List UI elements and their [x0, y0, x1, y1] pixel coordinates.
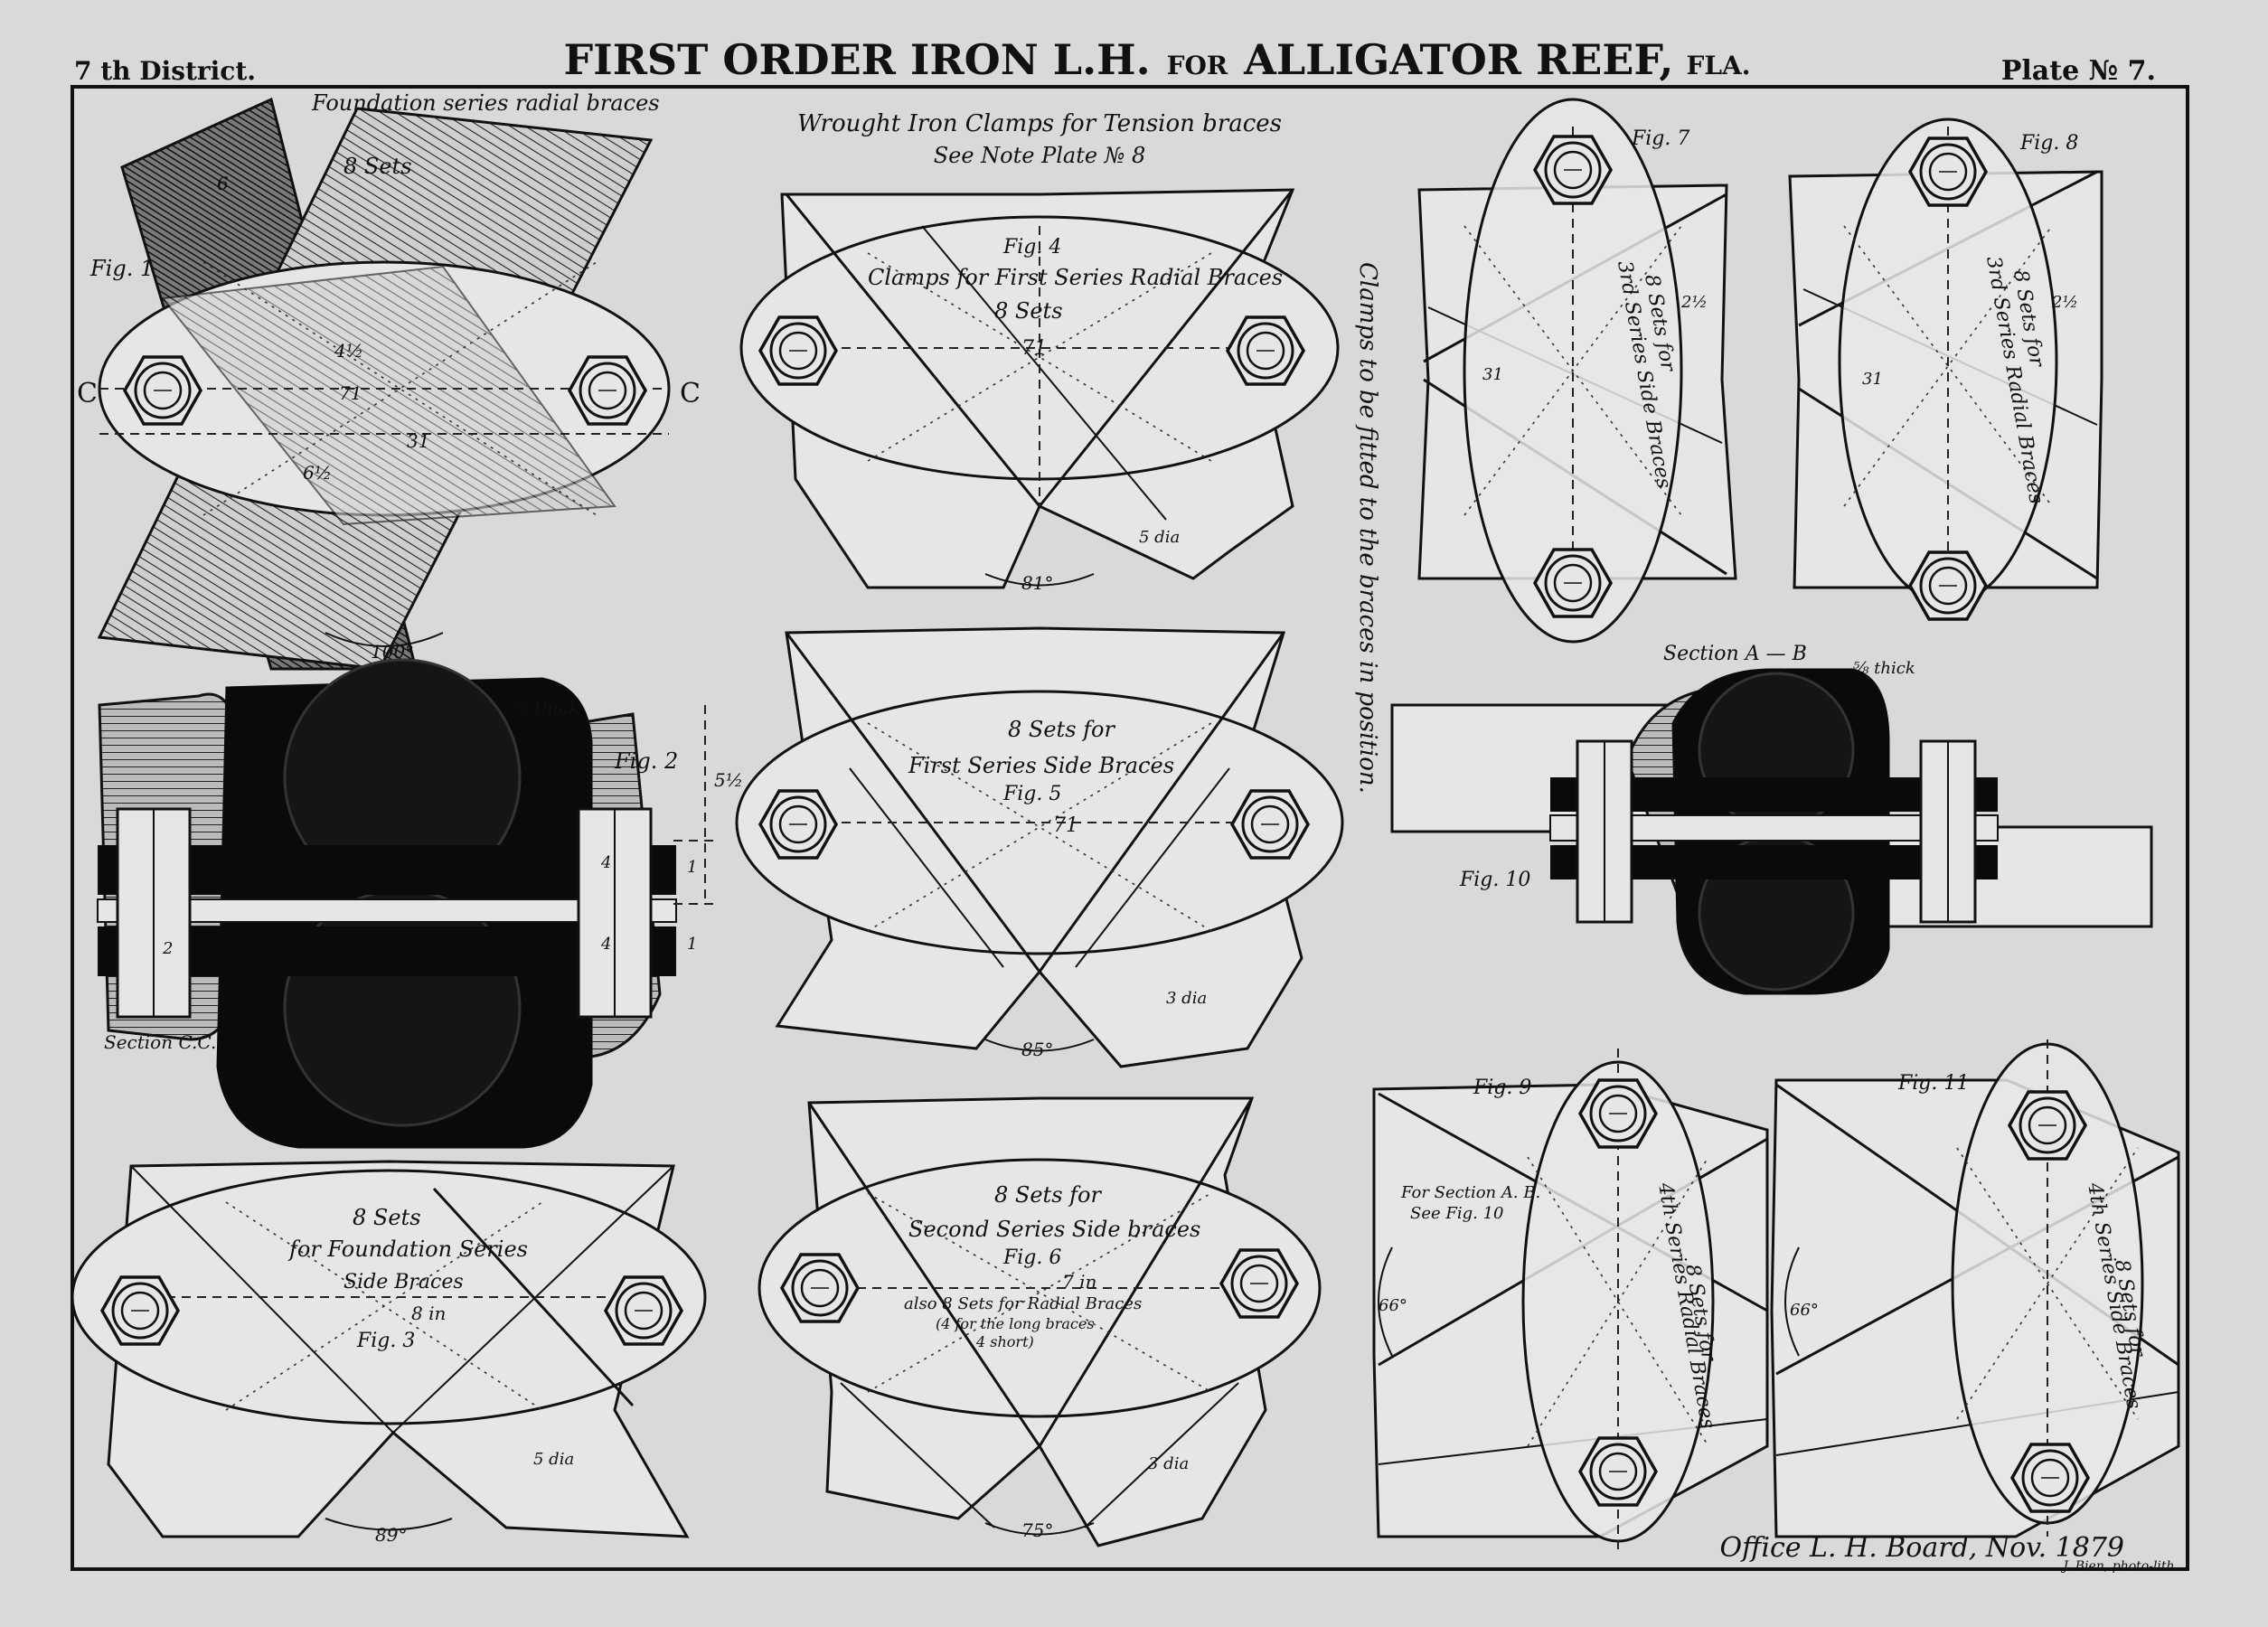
fig6-angle: 75° [1021, 1519, 1053, 1541]
fig6-caption: Second Series Side braces [908, 1217, 1200, 1242]
fig6-sets: 8 Sets for [994, 1182, 1102, 1208]
fig9-note2: See Fig. 10 [1410, 1204, 1503, 1223]
fig1-caption: Foundation series radial braces [311, 90, 660, 116]
vertical-note: Clamps to be fitted to the braces in pos… [1354, 262, 1381, 794]
fig5-label: Fig. 5 [1002, 783, 1061, 805]
fig6-clamp-oval [758, 1158, 1322, 1418]
fig5-clamp-oval [735, 690, 1344, 955]
title-state: FLA. [1686, 51, 1750, 80]
column-heading-line2: See Note Plate № 8 [934, 143, 1146, 168]
fig10-caption: Section A — B [1663, 643, 1807, 665]
fig-1-foundation-radial-clamp: Foundation series radial braces 8 Sets F… [77, 90, 701, 671]
title-place: ALLIGATOR REEF, [1243, 35, 1673, 84]
plate-border [71, 85, 2189, 1571]
fig4-label: Fig. 4 [1002, 236, 1061, 259]
title-main: FIRST ORDER IRON L.H. [564, 35, 1151, 84]
fig1-sets: 8 Sets [343, 154, 412, 179]
fig-6-second-series-side-clamp: 8 Sets for Second Series Side braces Fig… [758, 1096, 1322, 1547]
fig-9-fourth-series-radial-clamp: Fig. 9 For Section A. B. See Fig. 10 66°… [1372, 1049, 1769, 1555]
fig2-dim-2: 2 [162, 939, 173, 958]
fig1-section-mark-right: C [680, 378, 701, 409]
plate-number: Plate № 7. [2001, 55, 2156, 87]
lithographer-credit: J. Bien, photo-lith. [2060, 1559, 2179, 1574]
fig7-label: Fig. 7 [1631, 127, 1689, 150]
plate-title: FIRST ORDER IRON L.H. FOR ALLIGATOR REEF, F… [564, 35, 1751, 84]
fig1-dim-6: 6 [217, 173, 229, 194]
fig2-caption: Section C.C. [104, 1031, 216, 1053]
fig8-label: Fig. 8 [2019, 132, 2078, 155]
fig-2-section-cc: Fig. 2 ⅝ thick Section C.C. 5½ 1 1 2 4 4 [97, 658, 743, 1149]
fig6-label: Fig. 6 [1002, 1246, 1061, 1269]
fig-4-first-series-radial-clamp: Fig. 4 Clamps for First Series Radial Br… [739, 188, 1340, 594]
fig7-dim-2half: 2½ [1680, 293, 1708, 312]
fig3-sets: 8 Sets [353, 1205, 421, 1230]
office-signature: Office L. H. Board, Nov. 1879 [1720, 1532, 2125, 1564]
fig1-dim-71: 71 [339, 382, 362, 404]
fig4-sets: 8 Sets [994, 298, 1063, 324]
fig2-dim-5half: 5½ [714, 769, 743, 791]
fig-5-first-series-side-clamp: 8 Sets for First Series Side Braces Fig.… [735, 626, 1344, 1068]
fig-3-foundation-side-clamp: 8 Sets for Foundation Series Side Braces… [71, 1160, 707, 1546]
fig5-dim-71: 71 [1053, 814, 1078, 837]
fig4-dim-71: 71 [1021, 337, 1047, 360]
fig2-dim-4a: 4 [600, 853, 611, 872]
fig5-dim-dia: 3 dia [1166, 989, 1207, 1008]
fig11-angle: 66° [1790, 1301, 1819, 1320]
fig2-label: Fig. 2 [614, 748, 678, 774]
district-label: 7 th District. [74, 56, 256, 86]
fig5-caption: First Series Side Braces [908, 753, 1174, 778]
fig8-dim-31: 31 [1862, 370, 1883, 389]
fig-11-fourth-series-side-clamp: Fig. 11 66° 8 Sets for 4th Series Side B… [1770, 1039, 2180, 1538]
fig4-caption: Clamps for First Series Radial Braces [868, 265, 1283, 290]
fig8-dim-2half: 2½ [2051, 293, 2078, 312]
fig1-dim-4half: 4½ [334, 340, 363, 362]
fig6-note1: also 8 Sets for Radial Braces [904, 1294, 1142, 1313]
fig6-note3: 4 short) [975, 1333, 1034, 1350]
fig7-dim-31: 31 [1482, 365, 1503, 384]
fig1-section-mark-left: C [77, 378, 98, 409]
fig9-label: Fig. 9 [1473, 1077, 1531, 1099]
fig3-caption1: for Foundation Series [287, 1237, 528, 1262]
fig10-label: Fig. 10 [1459, 869, 1530, 891]
fig3-caption2: Side Braces [343, 1271, 464, 1293]
fig3-label: Fig. 3 [356, 1330, 415, 1352]
fig4-angle: 81° [1021, 572, 1053, 594]
fig5-angle: 85° [1021, 1039, 1053, 1060]
fig1-dim-31: 31 [407, 430, 429, 452]
fig-10-section-ab: Section A — B ⅝ thick Fig. 10 [1390, 643, 2153, 995]
fig1-dim-6half: 6½ [303, 462, 332, 484]
column-heading-line1: Wrought Iron Clamps for Tension braces [797, 110, 1282, 137]
fig2-dim-4b: 4 [600, 935, 611, 954]
fig1-label: Fig. 1 [89, 256, 154, 281]
fig4-dim-dia: 5 dia [1139, 528, 1180, 547]
fig-7-third-series-side-clamp: Fig. 7 8 Sets for 3rd Series Side Braces… [1417, 98, 1737, 644]
fig2-dim-1a: 1 [687, 858, 697, 877]
fig6-note2: (4 for the long braces [936, 1315, 1095, 1332]
fig2-note-thick: ⅝ thick [511, 697, 579, 719]
fig3-angle: 89° [375, 1524, 407, 1546]
fig3-dim-dia: 5 dia [533, 1450, 574, 1469]
fig10-note-thick: ⅝ thick [1853, 659, 1915, 678]
fig2-dim-1b: 1 [687, 935, 697, 954]
fig-8-third-series-radial-clamp: Fig. 8 8 Sets for 3rd Series Radial Brac… [1788, 118, 2103, 621]
fig9-angle: 66° [1379, 1296, 1407, 1315]
fig6-dim-7in: 7 in [1062, 1271, 1096, 1293]
fig5-sets: 8 Sets for [1008, 717, 1115, 742]
fig3-dim-8in: 8 in [411, 1303, 446, 1324]
fig9-note1: For Section A. B. [1400, 1183, 1540, 1202]
fig6-dim-dia: 3 dia [1148, 1454, 1189, 1473]
title-for: FOR [1167, 51, 1228, 80]
fig11-label: Fig. 11 [1897, 1072, 1969, 1095]
